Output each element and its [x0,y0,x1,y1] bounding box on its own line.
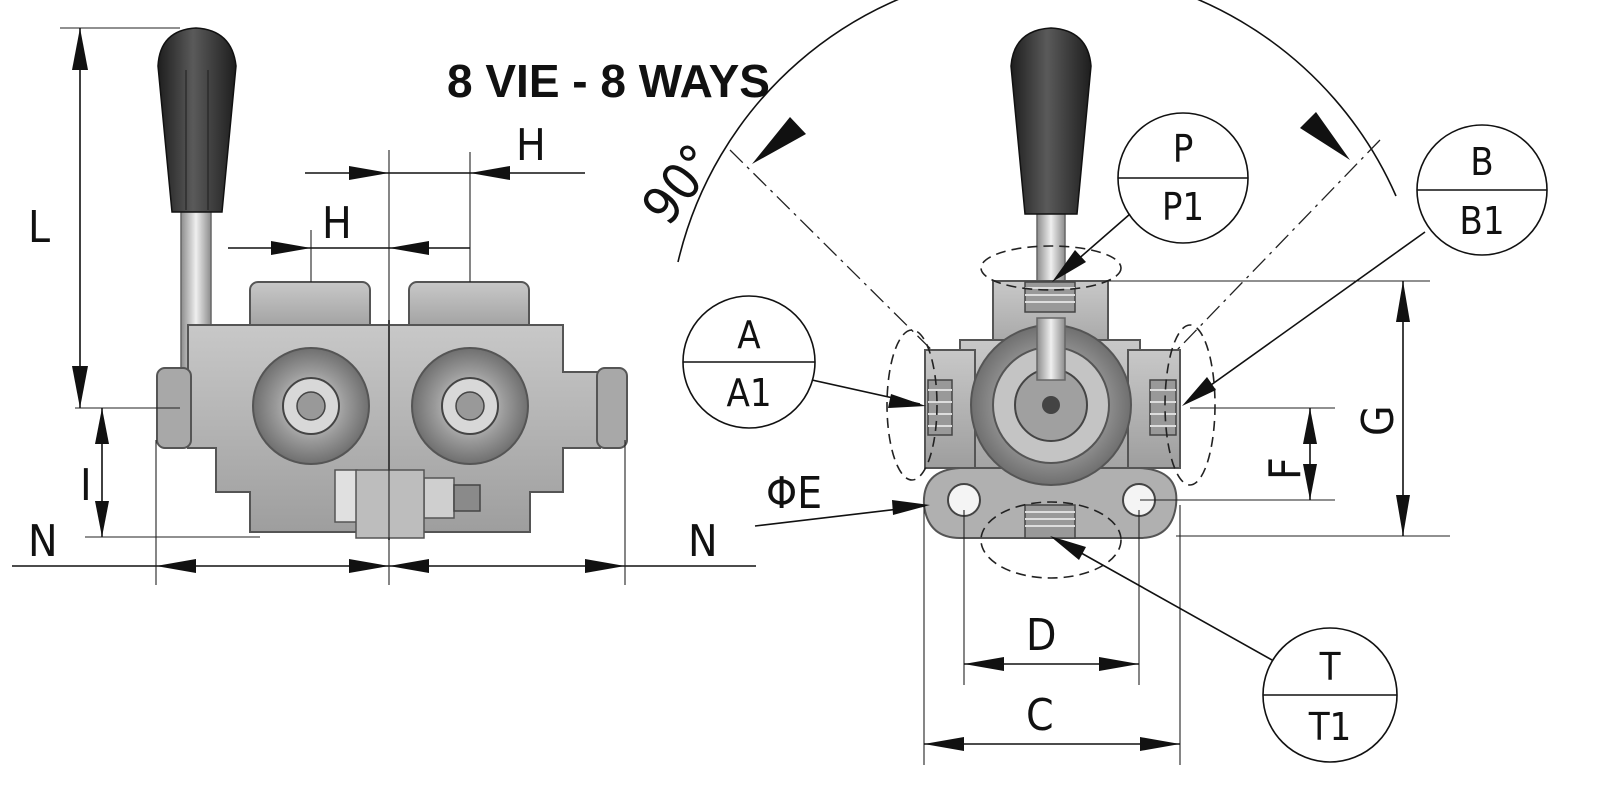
front-flange [922,467,1178,539]
end-cap-right [596,367,628,449]
handle-knob [157,27,237,213]
drawing-title: 8 VIE - 8 WAYS [447,55,770,107]
dim-label-N-right: N [688,516,718,567]
dim-label-phi-E: ΦE [766,468,822,519]
dim-label-H-mid: H [322,198,352,249]
side-view [156,27,628,540]
port-bubble-B: B B1 [1182,124,1548,406]
dim-label-C: C [1026,690,1054,741]
thread-port-right [1149,379,1177,436]
dim-label-H-top: H [516,120,546,171]
port-bubble-A: A A1 [682,295,926,429]
port-bubble-T: T T1 [1050,536,1398,763]
angle-label: 90° [631,134,729,236]
thread-port-bottom [1024,504,1076,539]
bubble-P-top: P [1173,127,1194,171]
dim-label-N-left: N [28,516,58,567]
bubble-T-bottom: T1 [1308,705,1352,749]
dim-label-L: L [28,202,50,253]
front-view-dimensions: G F D C ΦE [754,280,1450,765]
dim-label-I: I [80,460,92,511]
thread-port-left [927,379,953,436]
bubble-P-bottom: P1 [1162,185,1204,229]
side-view-dimensions: L I N N H H [12,27,756,585]
bubble-A-top: A [737,313,761,357]
dim-label-F: F [1260,457,1311,480]
dim-label-D: D [1026,610,1057,661]
bubble-B-bottom: B1 [1459,199,1504,243]
thread-port-top [1024,281,1076,313]
port-bubble-P: P P1 [1052,112,1249,282]
front-handle-knob [1010,27,1092,215]
bubble-A-bottom: A1 [726,371,771,415]
dim-label-G: G [1353,405,1404,436]
bubble-T-top: T [1319,645,1341,689]
bubble-B-top: B [1470,140,1493,184]
